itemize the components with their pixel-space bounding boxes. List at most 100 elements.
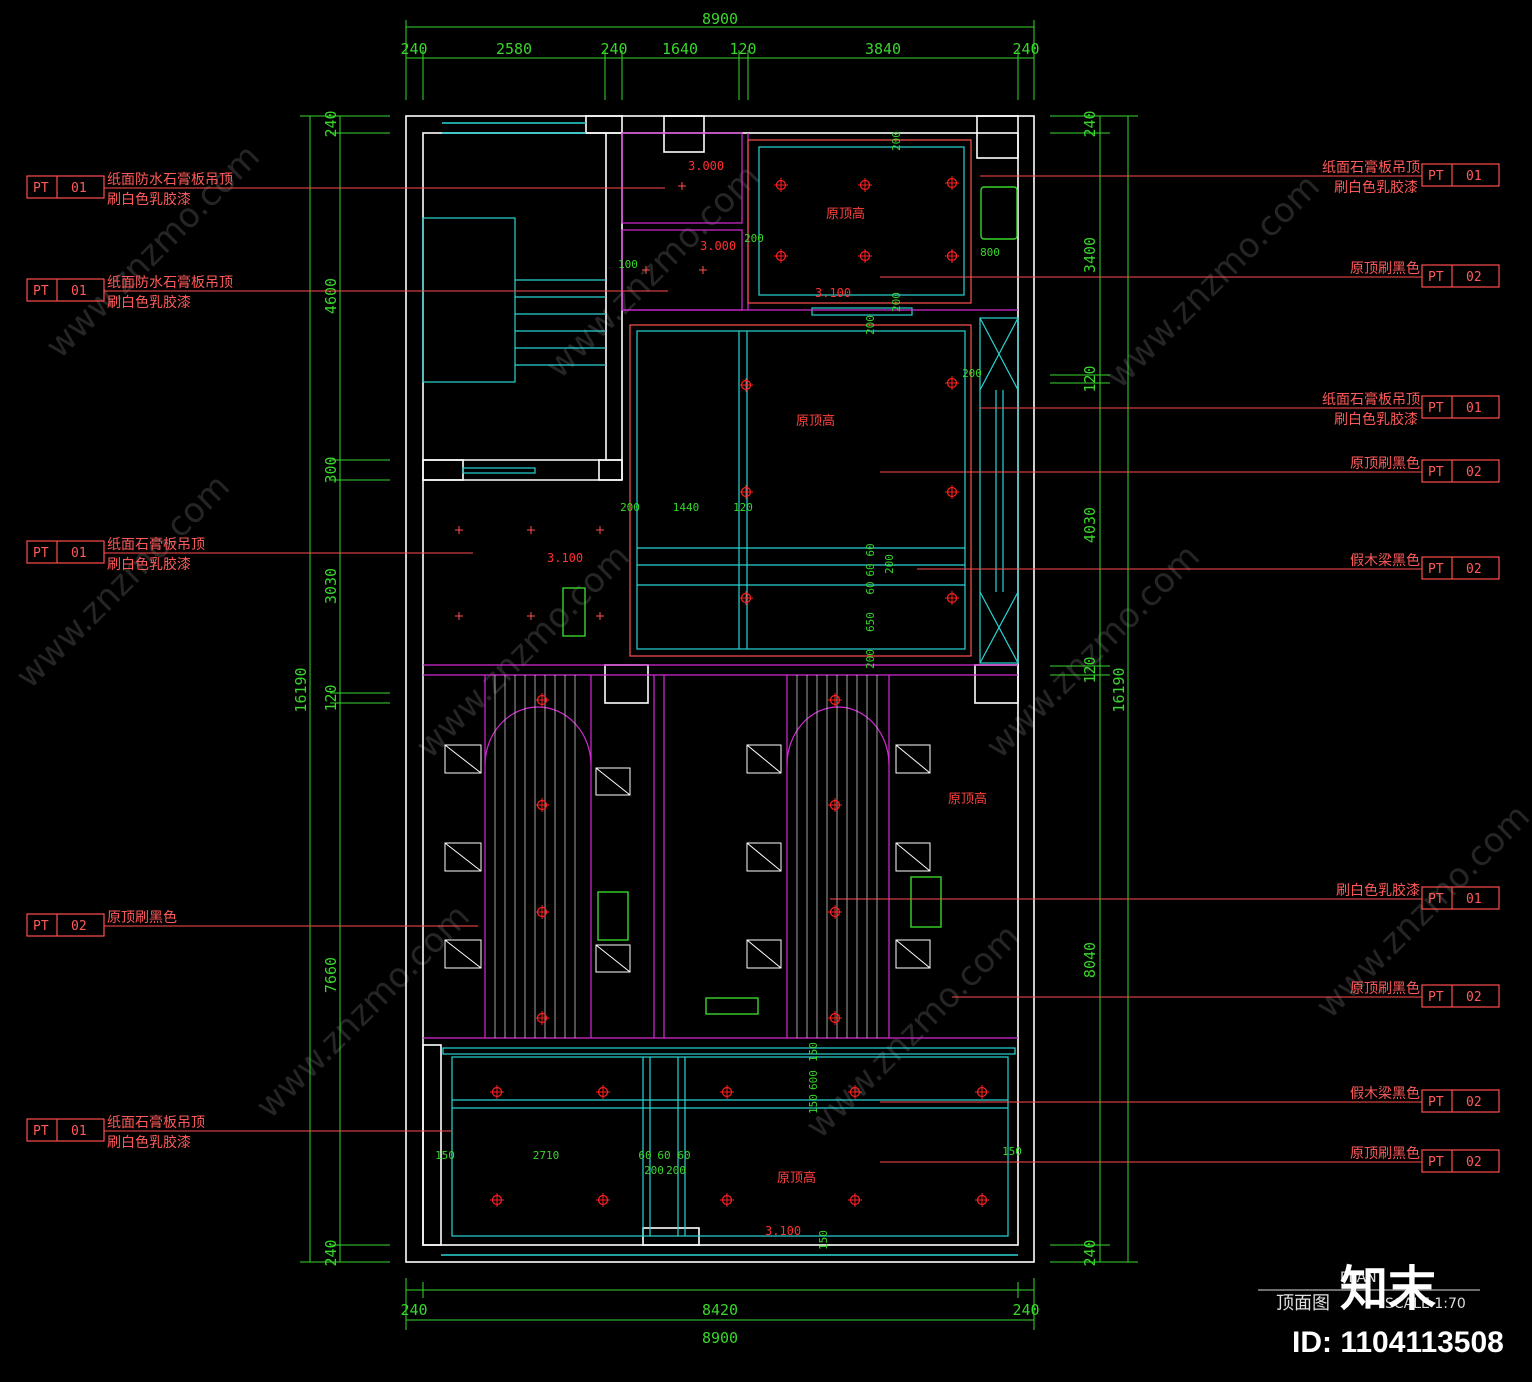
dim-top-seg: 240 [1012,40,1039,58]
elevation-marks: 3.000 3.000 3.100 3.100 3.100 [547,159,851,1238]
dim-left-seg: 7660 [322,957,340,993]
callout-code: PT [1428,270,1444,285]
light-fixtures [455,176,989,1207]
dim-right-seg: 8040 [1081,942,1099,978]
dim-right-seg: 3400 [1081,237,1099,273]
dim-inner: 200 [620,501,640,514]
dim-inner: 200 [890,292,903,312]
dim-inner: 150 [1002,1145,1022,1158]
callout-number: 02 [1466,990,1482,1005]
watermark: www.znzmo.com [1098,166,1328,396]
title-block: 顶面图 PLAN SCALE 1:70 知末 ID: 1104113508 [1258,1261,1504,1359]
room-outline [747,139,972,304]
spotlight-icon [527,612,535,620]
dim-inner: 150 [435,1149,455,1162]
spotlight-icon [455,526,463,534]
spotlight-icon [596,526,604,534]
dim-left-seg: 120 [322,684,340,711]
ac-unit [597,891,629,941]
beam-cabinet [979,317,1019,664]
callout-text: 原顶刷黑色 [1350,980,1420,997]
downlight-icon [490,1085,504,1099]
wardrobes [444,744,931,973]
dim-inner: 650 [864,612,877,632]
callout-text: 刷白色乳胶漆 [107,191,191,208]
callout-text: 刷白色乳胶漆 [1336,882,1420,899]
callout-number: 02 [1466,1155,1482,1170]
callout-code: PT [1428,990,1444,1005]
dim-inner: 200 [644,1164,664,1177]
callout-code: PT [1428,169,1444,184]
dim-top-seg: 1640 [662,40,698,58]
callout-number: 01 [71,181,87,196]
column [422,1044,442,1246]
dim-right-seg: 240 [1081,1239,1099,1266]
callout-number: 01 [71,1124,87,1139]
downlight-icon [945,485,959,499]
height-label: 原顶高 [796,413,835,429]
dim-bottom-left: 240 [400,1301,427,1319]
downlight-icon [828,693,842,707]
dim-inner: 200 [744,232,764,245]
downlight-icon [848,1085,862,1099]
downlight-icon [848,1193,862,1207]
ceiling-line [442,1047,1016,1055]
downlight-icon [858,178,872,192]
callout-text: 原顶刷黑色 [1350,260,1420,277]
ceiling-panel [758,146,965,296]
downlight-icon [858,249,872,263]
dim-bottom-overall: 8900 [702,1329,738,1347]
lower-rooms [423,132,1018,1039]
downlight-icon [739,378,753,392]
height-labels: 原顶高 原顶高 原顶高 原顶高 [777,206,987,1186]
spotlight-icon [678,182,686,190]
dim-inner: 200 [883,554,896,574]
callout-number: 01 [71,284,87,299]
elevation-mark: 3.000 [700,239,736,253]
dimension-lines [300,20,1138,1330]
downlight-icon [828,1011,842,1025]
spotlight-icon [596,612,604,620]
dim-inner: 600 [807,1070,820,1090]
dim-bottom-inner: 8420 [702,1301,738,1319]
dim-left-seg: 240 [322,1239,340,1266]
drawing-title: 顶面图 [1276,1293,1330,1314]
column [974,664,1019,704]
ceiling-panel [451,1056,1009,1237]
ac-unit [910,876,942,928]
column [422,459,464,481]
downlight-icon [720,1193,734,1207]
callout-text: 纸面石膏板吊顶 [107,536,205,553]
callout-text: 假木梁黑色 [1350,552,1420,569]
watermark: www.znzmo.com [8,466,238,696]
dim-top-overall: 8900 [702,10,738,28]
downlight-icon [945,176,959,190]
downlight-icon [828,798,842,812]
dim-inner: 200 [890,131,903,151]
dim-inner: 200 [962,367,982,380]
ceiling-line [979,317,1019,391]
callout-text: 刷白色乳胶漆 [107,1134,191,1151]
downlight-icon [596,1193,610,1207]
column [663,115,705,153]
spotlight-icon [527,526,535,534]
watermark: www.znzmo.com [978,536,1208,766]
downlight-icon [975,1085,989,1099]
dim-inner: 200 [864,315,877,335]
downlight-icon [828,905,842,919]
drawing-scale: SCALE 1:70 [1385,1296,1466,1312]
callout-code: PT [1428,562,1444,577]
watermark-layer: www.znzmo.com www.znzmo.com www.znzmo.co… [8,136,1532,1146]
callout-code: PT [1428,1095,1444,1110]
height-label: 原顶高 [826,206,865,222]
drawing-title-en: PLAN [1340,1270,1377,1286]
